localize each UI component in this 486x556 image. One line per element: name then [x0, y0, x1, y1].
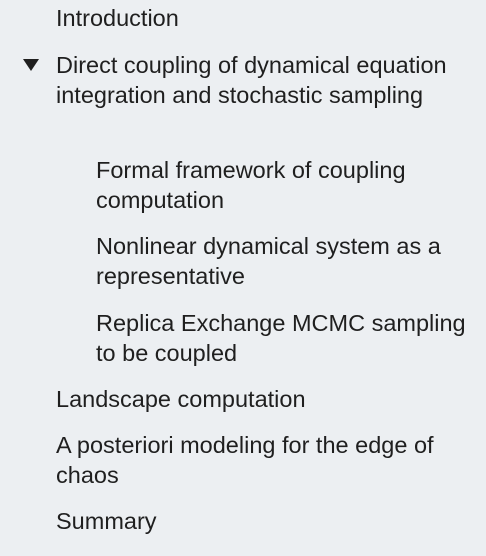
toc-subitem-replica-exchange-mcmc[interactable]: Replica Exchange MCMC sampling to be cou…	[96, 310, 466, 366]
toc-item-landscape-computation[interactable]: Landscape computation	[56, 386, 306, 412]
toc-item-direct-coupling[interactable]: Direct coupling of dynamical equation in…	[56, 52, 447, 108]
toc-subitem-nonlinear-dynamical-system[interactable]: Nonlinear dynamical system as a represen…	[96, 233, 441, 289]
toc-item-introduction[interactable]: Introduction	[56, 5, 179, 31]
toc-subitem-formal-framework[interactable]: Formal framework of coupling computation	[96, 157, 406, 213]
triangle-down-icon[interactable]	[22, 58, 40, 72]
toc-item-summary[interactable]: Summary	[56, 508, 157, 534]
toc-item-a-posteriori-modeling[interactable]: A posteriori modeling for the edge of ch…	[56, 432, 434, 488]
